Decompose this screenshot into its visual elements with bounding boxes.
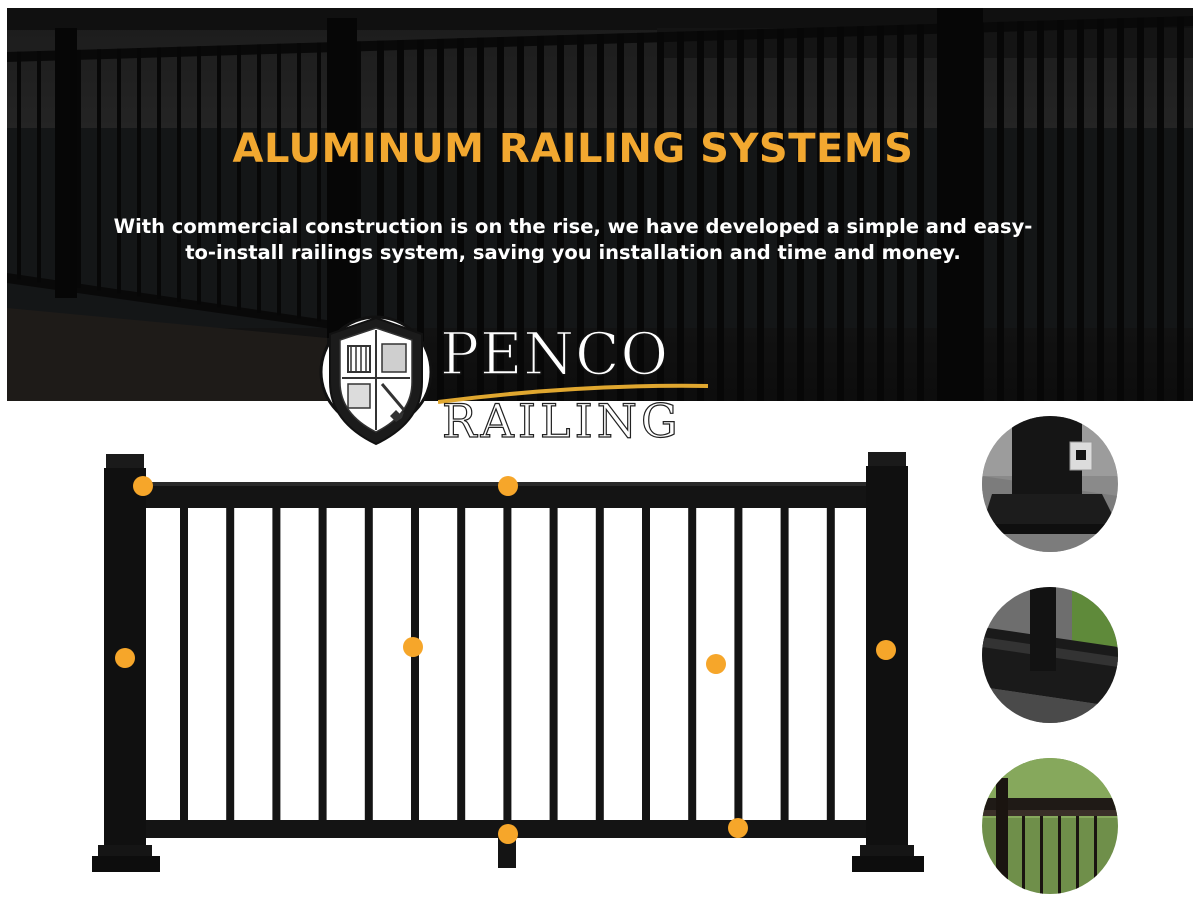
hero-baluster (1077, 19, 1084, 401)
baluster (642, 508, 650, 820)
baluster (272, 508, 281, 820)
hero-baluster (357, 41, 361, 327)
hero-baluster (617, 33, 624, 401)
hero-baluster (597, 34, 604, 401)
baluster (457, 508, 466, 820)
baluster (734, 508, 743, 820)
baluster (411, 508, 419, 820)
balusters (180, 508, 881, 820)
hero-baluster (257, 44, 261, 313)
hotspot-bottom-rail[interactable] (728, 818, 748, 838)
hotspot-baluster[interactable] (403, 637, 423, 657)
hero-baluster (237, 45, 241, 310)
hero-baluster (1017, 21, 1024, 401)
baluster (503, 508, 512, 820)
hero-baluster (197, 46, 201, 305)
baluster (780, 508, 789, 820)
hero-baluster (857, 26, 864, 401)
hotspot-baluster-spacing[interactable] (706, 654, 726, 674)
hero-baluster (797, 28, 804, 401)
hero-baluster (697, 31, 704, 401)
hero-baluster (437, 38, 444, 401)
shield-crest-icon (319, 315, 433, 446)
hero-baluster (517, 36, 524, 401)
logo-swoosh (438, 383, 709, 404)
hero-baluster (477, 37, 484, 401)
hero-baluster (457, 38, 464, 401)
railing-illustration (92, 452, 924, 872)
baluster (549, 508, 558, 820)
logo-word-penco: PENCO (439, 319, 670, 389)
detail-thumb-post-base[interactable] (982, 416, 1118, 552)
detail-thumb-rail-bracket[interactable] (982, 587, 1118, 723)
hero-baluster (317, 42, 321, 322)
hero-baluster (917, 24, 924, 401)
hero-baluster (757, 29, 764, 401)
hero-baluster (877, 25, 884, 401)
hotspot-right-post[interactable] (876, 640, 896, 660)
hero-baluster (37, 51, 41, 283)
hero-title: ALUMINUM RAILING SYSTEMS (232, 126, 914, 172)
hero-baluster (1097, 18, 1104, 401)
center-support (498, 838, 516, 868)
hero-baluster (117, 48, 121, 294)
baluster (364, 508, 373, 820)
hero-baluster (17, 51, 21, 280)
hotspot-left-post[interactable] (115, 648, 135, 668)
hero-baluster (1157, 17, 1164, 401)
hero-baluster (537, 35, 544, 401)
baluster (595, 508, 604, 820)
baluster (318, 508, 327, 820)
hero-baluster (1037, 20, 1044, 401)
hero-baluster (717, 30, 724, 401)
hero-baluster (1177, 16, 1184, 401)
hero-baluster (997, 21, 1004, 401)
hero-baluster (777, 28, 784, 401)
hero-background (7, 8, 1193, 401)
hero-baluster (417, 39, 424, 401)
hero-baluster (677, 31, 684, 401)
hero-baluster (1057, 20, 1064, 401)
hero-baluster (97, 49, 101, 291)
hero-baluster (177, 46, 181, 302)
hero-baluster (657, 32, 664, 401)
texas-icon (390, 410, 404, 422)
logo-word-railing: RAILING (441, 393, 682, 448)
penco-railing-logo[interactable]: PENCO RAILING (318, 312, 709, 452)
hotspot-center-support[interactable] (498, 824, 518, 844)
hero-baluster (817, 27, 824, 401)
right-post (852, 452, 924, 872)
detail-thumb-installed-railing[interactable] (982, 758, 1118, 894)
hero-baluster (277, 43, 281, 316)
hero-baluster (157, 47, 161, 299)
hero-subtitle: With commercial construction is on the r… (113, 215, 1033, 264)
hero-baluster (77, 49, 81, 288)
hotspot-top-rail[interactable] (498, 476, 518, 496)
hero-banner: ALUMINUM RAILING SYSTEMS With commercial… (7, 8, 1193, 401)
hero-baluster (217, 45, 221, 308)
hero-baluster (497, 37, 504, 401)
hero-baluster (737, 29, 744, 401)
baluster (688, 508, 697, 820)
baluster (180, 508, 188, 820)
hero-baluster (897, 24, 904, 401)
hero-baluster (137, 48, 141, 297)
hero-baluster (557, 35, 564, 401)
baluster (826, 508, 835, 820)
hotspot-post-cap[interactable] (133, 476, 153, 496)
hero-baluster (377, 40, 384, 401)
hero-baluster (637, 32, 644, 401)
baluster (226, 508, 235, 820)
hero-baluster (1137, 17, 1144, 401)
hero-baluster (397, 40, 404, 401)
hero-baluster (1117, 18, 1124, 401)
hero-baluster (837, 26, 844, 401)
hero-baluster (297, 43, 301, 319)
hero-baluster (577, 34, 584, 401)
